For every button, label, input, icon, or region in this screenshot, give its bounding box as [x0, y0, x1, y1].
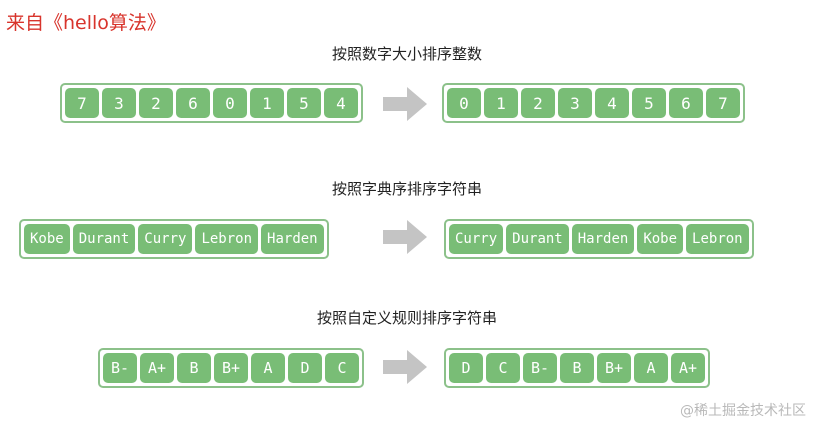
array-cell: Curry — [138, 224, 193, 254]
array-cell: Lebron — [195, 224, 259, 254]
array-cell: Kobe — [24, 224, 70, 254]
array-cell: 2 — [521, 88, 555, 118]
array-cell: 1 — [484, 88, 518, 118]
array-cell: A — [634, 353, 668, 383]
array-cell: A+ — [140, 353, 174, 383]
array-cell: Kobe — [637, 224, 684, 254]
array-cell: B — [177, 353, 211, 383]
watermark: @稀土掘金技术社区 — [680, 403, 806, 419]
array-cell: 6 — [176, 88, 210, 118]
section-title-integers: 按照数字大小排序整数 — [331, 45, 482, 63]
array-cell: Harden — [571, 224, 635, 254]
sorted-array-integers: 0 1 2 3 4 5 6 7 — [442, 83, 745, 123]
array-cell: Harden — [261, 224, 324, 254]
source-label: 来自《hello算法》 — [6, 12, 166, 34]
array-cell: D — [449, 353, 483, 383]
array-cell: 0 — [213, 88, 247, 118]
array-cell: A — [251, 353, 285, 383]
array-cell: B- — [523, 353, 557, 383]
array-cell: B — [560, 353, 594, 383]
array-cell: 5 — [632, 88, 666, 118]
array-cell: 1 — [250, 88, 284, 118]
section-title-custom-rule: 按照自定义规则排序字符串 — [316, 309, 497, 327]
array-cell: 5 — [287, 88, 321, 118]
right-arrow-icon — [383, 87, 427, 121]
array-cell: 3 — [558, 88, 592, 118]
array-cell: 3 — [102, 88, 136, 118]
unsorted-array-integers: 7 3 2 6 0 1 5 4 — [60, 83, 363, 123]
array-cell: Durant — [506, 224, 569, 254]
unsorted-array-strings: Kobe Durant Curry Lebron Harden — [19, 219, 329, 259]
array-cell: A+ — [671, 353, 705, 383]
array-cell: B- — [103, 353, 137, 383]
right-arrow-icon — [383, 350, 427, 384]
array-cell: C — [486, 353, 520, 383]
array-cell: Curry — [449, 224, 504, 254]
array-cell: Durant — [72, 224, 136, 254]
sorted-array-grades: D C B- B B+ A A+ — [444, 348, 710, 388]
unsorted-array-grades: B- A+ B B+ A D C — [98, 348, 364, 388]
array-cell: 2 — [139, 88, 173, 118]
array-cell: 0 — [447, 88, 481, 118]
array-cell: 4 — [324, 88, 358, 118]
array-cell: B+ — [214, 353, 248, 383]
sorted-array-strings: Curry Durant Harden Kobe Lebron — [444, 219, 754, 259]
array-cell: D — [288, 353, 322, 383]
right-arrow-icon — [383, 220, 427, 254]
array-cell: 6 — [669, 88, 703, 118]
array-cell: B+ — [597, 353, 631, 383]
array-cell: Lebron — [686, 224, 749, 254]
section-title-lexicographic: 按照字典序排序字符串 — [331, 180, 482, 198]
array-cell: 7 — [706, 88, 740, 118]
array-cell: 4 — [595, 88, 629, 118]
array-cell: C — [325, 353, 359, 383]
array-cell: 7 — [65, 88, 99, 118]
